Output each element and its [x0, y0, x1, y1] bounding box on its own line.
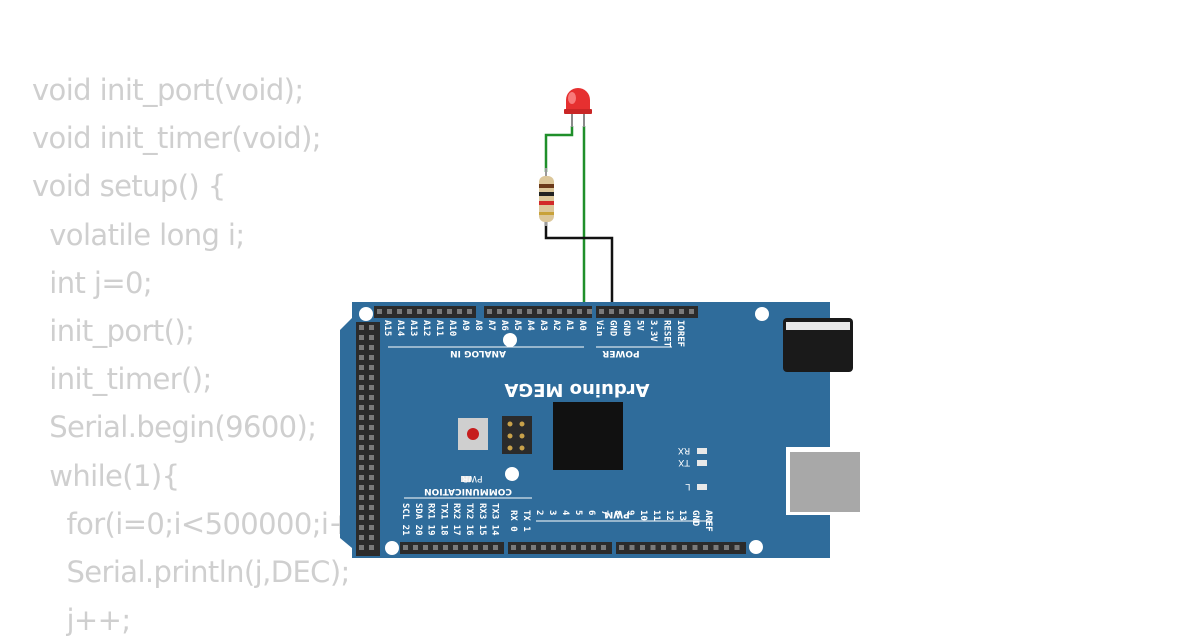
code-listing: void init_port(void);void init_timer(voi…: [32, 66, 396, 644]
digital-pin-label: 5: [573, 510, 583, 515]
code-line: init_timer();: [32, 362, 212, 397]
pwr-led: [461, 476, 471, 482]
label-rx: RX: [678, 445, 690, 455]
digital-pin-label: GND: [690, 510, 700, 527]
analog-pin-label: A2: [551, 320, 561, 331]
analog-pin-label: A14: [395, 320, 405, 337]
label-communication: COMMUNICATION: [424, 486, 512, 496]
digital-pin-label: 3: [547, 510, 557, 515]
analog-pin-label: A8: [473, 320, 483, 331]
digital-pin-label: 12: [664, 510, 674, 521]
power-pin-label: RESET: [662, 320, 672, 348]
analog-pin-label: A7: [486, 320, 496, 331]
digital-pin-label: TX 1: [521, 510, 531, 532]
analog-pin-label: A0: [577, 320, 587, 331]
comm-pin-label: RX1 19: [426, 503, 436, 536]
analog-pin-label: A12: [421, 320, 431, 336]
label-pwm: PWM: [604, 509, 630, 519]
arduino-mega-board[interactable]: Arduino MEGA ANALOG IN POWER COMMUNICATI…: [340, 302, 860, 558]
comm-pin-label: RX2 17: [451, 503, 461, 536]
board-logo: Arduino MEGA: [504, 379, 649, 400]
resistor[interactable]: [539, 168, 554, 226]
l-led: [697, 484, 707, 490]
code-line: int j=0;: [32, 265, 153, 300]
analog-pin-label: A9: [460, 320, 470, 331]
microcontroller-chip: [553, 402, 623, 470]
digital-pin-label: 11: [651, 510, 661, 521]
analog-pin-label: A10: [447, 320, 457, 336]
code-line: Serial.println(j,DEC);: [32, 554, 350, 589]
digital-pin-label: 13: [677, 510, 687, 521]
digital-pin-label: 6: [586, 510, 596, 515]
power-pin-label: 3.3V: [648, 320, 658, 342]
tx-led: [697, 460, 707, 466]
digital-pin-label: AREF: [703, 510, 713, 532]
code-line: init_port();: [32, 313, 195, 348]
code-line: while(1){: [32, 458, 180, 493]
rx-led: [697, 448, 707, 454]
analog-pin-label: A1: [564, 320, 574, 331]
label-analog-in: ANALOG IN: [450, 348, 506, 358]
power-pin-label: GND: [608, 320, 618, 337]
circuit-diagram: Arduino MEGA ANALOG IN POWER COMMUNICATI…: [340, 88, 860, 558]
code-line: volatile long i;: [32, 217, 245, 252]
code-line: Serial.begin(9600);: [32, 410, 317, 445]
code-line: void init_port(void);: [32, 73, 304, 107]
digital-pin-label: 8: [612, 510, 622, 515]
label-pwr: PWR: [462, 473, 483, 483]
digital-pin-label: 4: [560, 510, 570, 516]
analog-pin-label: A4: [525, 320, 535, 331]
comm-pin-label: SDA 20: [413, 503, 423, 536]
digital-pin-label: 9: [625, 510, 635, 515]
power-pin-label: IOREF: [675, 320, 685, 347]
code-line: void init_timer(void);: [32, 121, 322, 156]
power-pin-label: 5V: [635, 320, 645, 331]
red-led[interactable]: [564, 88, 592, 127]
analog-pin-label: A15: [382, 320, 392, 336]
analog-pin-label: A5: [512, 320, 522, 331]
black-wire-resistor-to-gnd: [544, 222, 614, 312]
power-pin-label: Vin: [594, 320, 605, 336]
code-line: void setup() {: [32, 169, 226, 204]
green-wire-led-to-resistor: [544, 126, 574, 172]
comm-pin-label: TX1 18: [438, 503, 448, 536]
digital-pin-label: 7: [599, 510, 609, 515]
digital-pin-label: 10: [638, 510, 648, 521]
digital-pin-label: 2: [534, 510, 544, 515]
comm-pin-label: TX3 14: [490, 503, 500, 536]
label-tx: TX: [678, 457, 691, 467]
comm-pin-label: TX2 16: [464, 503, 474, 536]
analog-pin-label: A3: [538, 320, 548, 331]
icsp-header: [502, 416, 532, 454]
power-jack: [783, 318, 853, 372]
power-pin-label: GND: [621, 320, 631, 337]
comm-pin-label: SCL 21: [400, 503, 410, 536]
digital-pin-label: RX 0: [508, 510, 518, 532]
label-power: POWER: [602, 348, 639, 358]
analog-pin-label: A6: [499, 320, 509, 331]
comm-pin-label: RX3 15: [477, 503, 487, 536]
label-l: L: [685, 481, 690, 491]
analog-pin-label: A11: [434, 320, 444, 336]
analog-pin-label: A13: [408, 320, 418, 336]
